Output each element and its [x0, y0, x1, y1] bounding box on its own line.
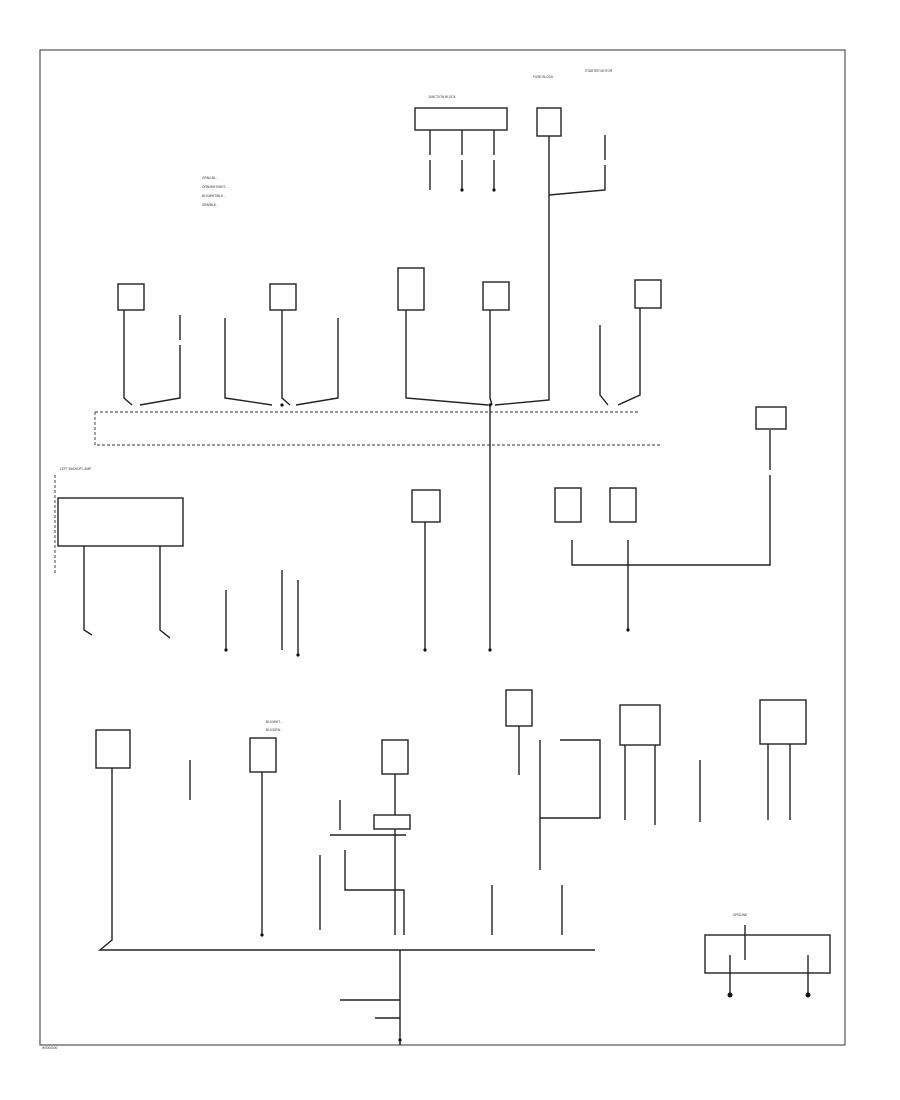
junction-block-label: JUNCTION BLOCK — [428, 95, 457, 99]
left-assembly-box — [57, 497, 184, 547]
footer-code: W0000000 — [42, 1046, 58, 1050]
starter-label: STARTER MOTOR — [585, 69, 613, 73]
legend-line-3: BLK/WHT/BLK... — [202, 194, 226, 198]
left-lamp-label: LEFT BACKUP LAMP — [60, 467, 91, 471]
lower-section: BLK/WHT... BLK/GRN... GROUND — [95, 689, 831, 1045]
legend-line-1: GRN/LBL... — [202, 176, 218, 180]
bottom-legend-2: BLK/GRN... — [266, 728, 283, 732]
fuse-block — [536, 107, 562, 137]
upper-connectors — [117, 267, 662, 407]
bottom-legend-1: BLK/WHT... — [266, 720, 283, 724]
junction-block — [414, 107, 508, 131]
ground-right-label: GROUND — [733, 913, 748, 917]
legend-block: GRN/LBL... ORN/WHT/WHT... BLK/WHT/BLK...… — [202, 176, 228, 207]
right-relay — [571, 406, 787, 632]
splice-pack — [704, 934, 831, 974]
top-components: JUNCTION BLOCK FUSE BLOCK STARTER MOTOR — [414, 69, 613, 406]
diagram-frame — [39, 49, 846, 1046]
middle-section: LEFT BACKUP LAMP — [54, 460, 637, 657]
fuse-block-label: FUSE BLOCK — [533, 75, 554, 79]
legend-line-2: ORN/WHT/WHT... — [202, 185, 228, 189]
legend-line-4: GRN/BLK... — [202, 203, 219, 207]
ground-bus-dashed — [94, 411, 660, 446]
